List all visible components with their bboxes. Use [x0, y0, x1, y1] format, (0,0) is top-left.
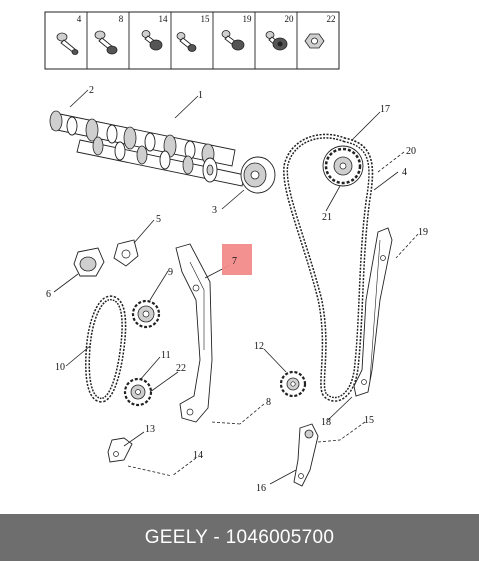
callout-22: 22 [176, 363, 186, 374]
exhaust-sprocket-21 [322, 145, 364, 187]
table-header-3: 14 [159, 14, 169, 24]
bolt-icon-19 [221, 30, 245, 51]
part-number-caption: GEELY - 1046005700 [0, 514, 479, 561]
table-header-5: 19 [243, 14, 253, 24]
bolt-icon-14 [141, 30, 163, 51]
callout-6: 6 [46, 289, 51, 300]
timing-chain-parts-diagram: 4 8 14 15 19 20 22 [44, 11, 428, 494]
table-header-1: 4 [77, 14, 82, 24]
callout-9: 9 [168, 267, 173, 278]
callout-16: 16 [256, 483, 266, 494]
nut-icon-22 [304, 33, 325, 49]
leader-lines [53, 89, 419, 485]
bolt-icon-20 [265, 31, 288, 51]
camshaft-assembly [49, 110, 246, 187]
callout-17: 17 [380, 104, 390, 115]
callout-19: 19 [418, 227, 428, 238]
fastener-table: 4 8 14 15 19 20 22 [44, 11, 340, 70]
callout-3: 3 [212, 205, 217, 216]
bolt-icon-15 [176, 32, 197, 52]
callout-2: 2 [89, 85, 94, 96]
callout-14: 14 [193, 450, 203, 461]
callout-8: 8 [266, 397, 271, 408]
bolt-icon-4 [56, 32, 79, 55]
oil-pump-chain-10 [85, 295, 127, 403]
bolt-icon-8 [94, 30, 118, 55]
callout-13: 13 [145, 424, 155, 435]
sprocket-12 [279, 370, 307, 398]
sprocket-11 [123, 377, 153, 407]
chain-guide-18 [353, 227, 393, 397]
callout-11: 11 [161, 350, 171, 361]
callout-10: 10 [55, 362, 65, 373]
timing-chain-17 [283, 133, 374, 402]
callout-20: 20 [406, 146, 416, 157]
highlight-box-7 [222, 244, 252, 275]
bracket-13 [107, 437, 133, 463]
callout-4: 4 [402, 167, 407, 178]
tensioner-6 [73, 247, 105, 277]
callout-1: 1 [198, 90, 203, 101]
callout-5: 5 [156, 214, 161, 225]
gasket-5 [113, 239, 139, 267]
table-header-7: 22 [327, 14, 336, 24]
callout-18: 18 [321, 417, 331, 428]
sprocket-9 [131, 299, 161, 329]
callout-labels: 1 2 3 4 5 6 7 8 9 10 11 12 13 14 15 16 1… [46, 85, 428, 494]
callout-21: 21 [322, 212, 332, 223]
callout-12: 12 [254, 341, 264, 352]
callout-7: 7 [232, 256, 237, 267]
table-header-4: 15 [201, 14, 211, 24]
table-header-2: 8 [119, 14, 124, 24]
callout-15: 15 [364, 415, 374, 426]
tensioner-arm-7 [175, 243, 213, 423]
cam-sprocket-3 [240, 156, 276, 194]
table-header-6: 20 [285, 14, 295, 24]
lever-16 [293, 423, 319, 487]
